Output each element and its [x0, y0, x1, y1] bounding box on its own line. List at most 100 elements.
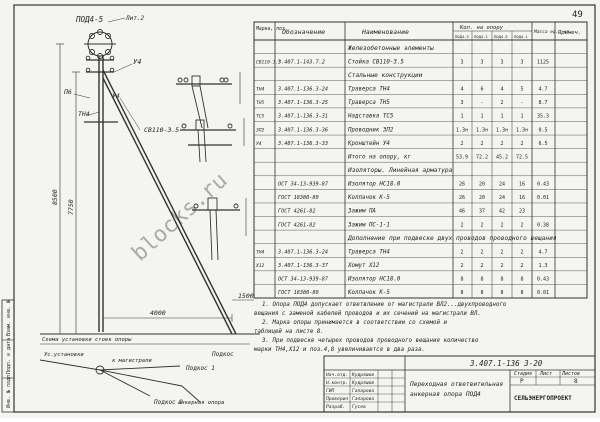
side-stamp: Инв. № подл. Подп. и дата Взам. инв. №	[1, 299, 15, 413]
row-mass: 6.5	[538, 141, 547, 147]
detail-2	[180, 118, 245, 163]
row-qty: 24	[499, 182, 505, 188]
label-y4-top: У4	[133, 58, 141, 66]
title-sheets: 8	[574, 378, 578, 385]
row-mark: ТС5	[256, 114, 265, 120]
row-mark: У4	[256, 141, 262, 147]
install-scheme	[39, 343, 250, 403]
total-qty: 72.5	[516, 154, 528, 160]
section-row: Изоляторы. Линейная арматура	[347, 166, 453, 174]
person-name: Гапарова	[352, 388, 374, 394]
label-tn4-mid: ТН4	[78, 110, 90, 118]
page-number: 49	[572, 10, 583, 20]
row-qty: 8	[520, 290, 523, 296]
row-mass: 1125	[537, 59, 549, 65]
title-org: СЕЛЬЭНЕРГОПРОЕКТ	[514, 395, 572, 402]
side-stamp-1: Инв. № подл.	[6, 372, 12, 408]
sheet-frame	[13, 4, 596, 413]
row-mark: СВ110-3.5	[256, 59, 281, 65]
hdr-qty: Кол. на опору	[459, 25, 504, 31]
note-line: 2. Марка опоры принимается в соответстви…	[262, 320, 447, 326]
detail-3	[192, 197, 247, 261]
row-qty: 3	[460, 100, 463, 106]
row-designation: ГОСТ 4261-82	[278, 209, 315, 215]
dim-7750: 7750	[67, 199, 75, 215]
row-mass: 35.3	[537, 114, 549, 120]
hdr-mark: Марка, поз.	[255, 26, 288, 32]
row-qty: 2	[480, 222, 483, 228]
dim-8500: 8500	[51, 189, 59, 205]
row-qty: 1	[500, 114, 503, 120]
title-stage: Р	[520, 378, 524, 385]
row-qty: 2	[520, 263, 523, 269]
row-mass: 0.5	[538, 127, 547, 133]
row-name: Хомут Х12	[347, 263, 380, 269]
row-name: Колпачок К-5	[347, 290, 390, 296]
row-qty: 2	[520, 249, 523, 255]
person-name: Гапарова	[352, 396, 374, 402]
row-mark: ТН4	[256, 87, 265, 93]
row-qty: 2	[500, 249, 503, 255]
scheme-title: Схема установки стоек опоры	[42, 337, 132, 343]
note-line: вещания с заменой кабелей проводов и их …	[254, 310, 481, 317]
note-line: марки ТН4,Х12 и поз.4,8 увеличивается в …	[253, 347, 425, 353]
row-qty: 46	[459, 209, 465, 215]
row-qty: 20	[479, 182, 485, 188]
row-qty: 2	[500, 222, 503, 228]
hdr-name: Наименование	[361, 28, 409, 36]
row-mass: 0.43	[537, 277, 549, 283]
row-designation: ГОСТ 4261-82	[278, 222, 315, 228]
title-stage-header: Стадия	[514, 371, 532, 377]
row-mark: ЗП2	[255, 127, 265, 133]
role-label: ГИП	[326, 388, 335, 394]
hdr-designation: Обозначение	[282, 28, 325, 36]
row-qty: 3	[500, 59, 503, 65]
row-qty: 2	[480, 141, 483, 147]
title-code: 3.407.1-136 3-20	[469, 359, 543, 368]
label-podkos2: Подкос 2	[153, 399, 183, 406]
label-y4-side: У4	[112, 92, 120, 100]
row-mass: 8.7	[538, 100, 547, 106]
hdr-qv-4: ПОД4-1	[514, 34, 528, 39]
title-block	[323, 355, 596, 413]
row-qty: 16	[519, 182, 525, 188]
row-name: Зажим ПА	[347, 209, 376, 215]
hdr-qv-3: ПОД4-5	[494, 34, 508, 39]
row-qty: 1	[520, 114, 523, 120]
row-qty: 26	[459, 195, 465, 201]
row-name: Проводник ЗП2	[347, 127, 394, 133]
label-podkos1: Подкос 1	[185, 365, 215, 372]
row-qty: 1.3н	[516, 127, 528, 133]
row-name: Надставка ТС5	[347, 114, 394, 120]
row-qty: 8	[480, 290, 483, 296]
label-podkos-bottom: Подкос	[211, 351, 234, 358]
row-qty: 2	[460, 249, 463, 255]
row-qty: 1	[460, 114, 463, 120]
row-designation: 3.407.1-136.3-25	[277, 100, 328, 106]
row-qty: 1	[480, 114, 483, 120]
row-mass: 4.7	[538, 87, 547, 93]
note-line: таблицей на листе 8.	[254, 328, 324, 335]
person-name: Гусев	[352, 404, 366, 410]
row-mass: 4.7	[538, 249, 547, 255]
row-qty: 20	[479, 195, 485, 201]
row-designation: ОСТ 34-13-939-87	[278, 182, 329, 188]
row-name: Изолятор НС18.0	[347, 277, 401, 283]
spec-table: Марка, поз. Обозначение Наименование Кол…	[253, 21, 588, 299]
hdr-qv-1: ПОД4-3	[455, 34, 469, 39]
row-qty: 37	[479, 209, 485, 215]
row-name: Изолятор НС18.0	[347, 182, 401, 188]
title-sheets-header: Листов	[561, 371, 580, 377]
row-qty: 6	[480, 87, 483, 93]
row-mass: 1.3	[538, 263, 547, 269]
row-qty: 8	[460, 277, 463, 283]
section-row: Железобетонные элементы	[347, 44, 434, 52]
notes: 1. Опора ПОД4 допускает ответвление от м…	[253, 302, 507, 353]
row-designation: 3.407.1-136.3-31	[277, 114, 328, 120]
role-label: Разраб.	[326, 403, 345, 410]
row-designation: 3.407.1-136.3-33	[277, 141, 328, 147]
row-qty: 2	[460, 263, 463, 269]
row-name: Кронштейн У4	[347, 141, 390, 147]
row-name: Зажим ПС-1-1	[347, 222, 390, 228]
